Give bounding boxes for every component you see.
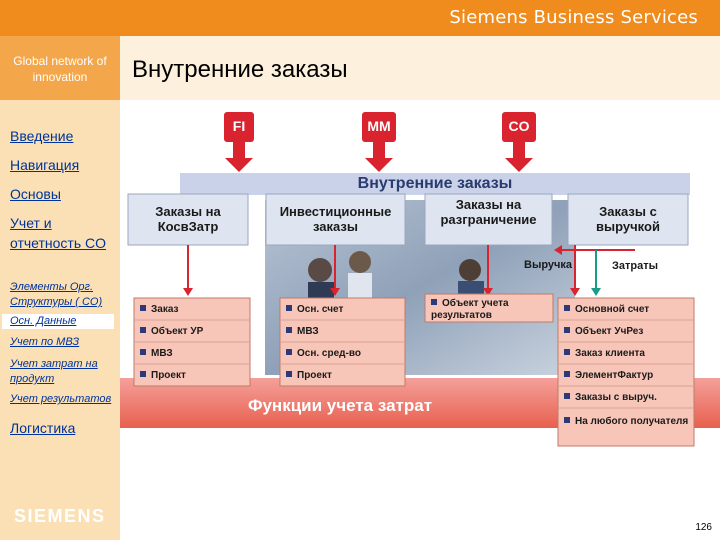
nav-item-navigation[interactable]: Навигация <box>10 157 80 173</box>
banner-shape <box>180 173 690 195</box>
list-item: МВЗ <box>140 348 173 359</box>
bottom-banner-title: Функции учета затрат <box>247 396 433 415</box>
list-item: Заказ клиента <box>564 348 645 359</box>
list-item: Заказ <box>140 304 179 315</box>
list-item: Проект <box>286 370 332 381</box>
nav-item-co-reporting[interactable]: Учет и отчетность CO <box>10 215 107 251</box>
fi-label: FI <box>232 118 246 134</box>
costs-label: Затраты <box>612 260 659 272</box>
list-item: Проект <box>140 370 186 381</box>
list-item: На любого получателя <box>564 416 690 428</box>
nav-item-basics[interactable]: Основы <box>10 186 61 202</box>
nav-item-logistics[interactable]: Логистика <box>10 420 76 436</box>
siemens-logo: SIEMENS <box>14 506 106 526</box>
nav-item-profitability[interactable]: Учет результатов <box>10 393 112 405</box>
list-item: Объект учета результатов <box>431 298 509 321</box>
nav-item-org-structure[interactable]: Элементы Орг. Структуры ( CO) <box>10 281 103 308</box>
sidebar <box>0 36 120 540</box>
category-investment-orders: Инвестиционные заказы <box>279 204 392 234</box>
top-bar: Siemens Business Services <box>0 0 720 36</box>
mm-label: MM <box>367 118 391 134</box>
nav-item-product-cost[interactable]: Учет затрат на продукт <box>10 358 98 385</box>
list-item: Осн. счет <box>286 304 343 315</box>
category-accrual-orders: Заказы на разграничение <box>440 197 537 227</box>
nav-item-cost-center[interactable]: Учет по МВЗ <box>10 336 80 348</box>
list-item: Объект УР <box>140 326 203 337</box>
revenue-label: Выручка <box>524 259 573 271</box>
list-item: Заказы с выруч. <box>564 392 657 403</box>
fi-arrow <box>224 112 254 172</box>
co-label: CO <box>508 118 530 134</box>
tagline: Global network of innovation <box>0 36 120 100</box>
page-number: 126 <box>695 522 712 533</box>
diagram-graphics <box>120 112 720 447</box>
mm-arrow <box>362 112 396 172</box>
category-arrows <box>183 245 580 296</box>
list-item: ЭлементФактур <box>564 370 653 381</box>
title-band <box>120 36 720 100</box>
diagram-banner-title: Внутренние заказы <box>357 175 513 192</box>
nav-item-intro[interactable]: Введение <box>10 128 74 144</box>
list-item: МВЗ <box>286 326 319 337</box>
co-arrow <box>502 112 536 172</box>
list-item: Объект УчРез <box>564 326 643 337</box>
page-title: Внутренние заказы <box>132 56 348 83</box>
list-item: Осн. сред-во <box>286 348 361 359</box>
category-revenue-orders: Заказы с выручкой <box>596 204 660 234</box>
list-item: Основной счет <box>564 304 649 315</box>
internal-orders-diagram: FI MM CO Внутренние заказы Заказы на Кос… <box>120 100 720 540</box>
revenue-costs-arrows <box>554 245 635 296</box>
brand-name: Siemens Business Services <box>449 7 698 28</box>
item-dividers <box>134 319 694 409</box>
category-overhead-orders: Заказы на КосвЗатр <box>155 204 221 234</box>
nav-item-master-data[interactable]: Осн. Данные <box>2 314 114 329</box>
tagline-text: Global network of innovation <box>13 54 107 84</box>
